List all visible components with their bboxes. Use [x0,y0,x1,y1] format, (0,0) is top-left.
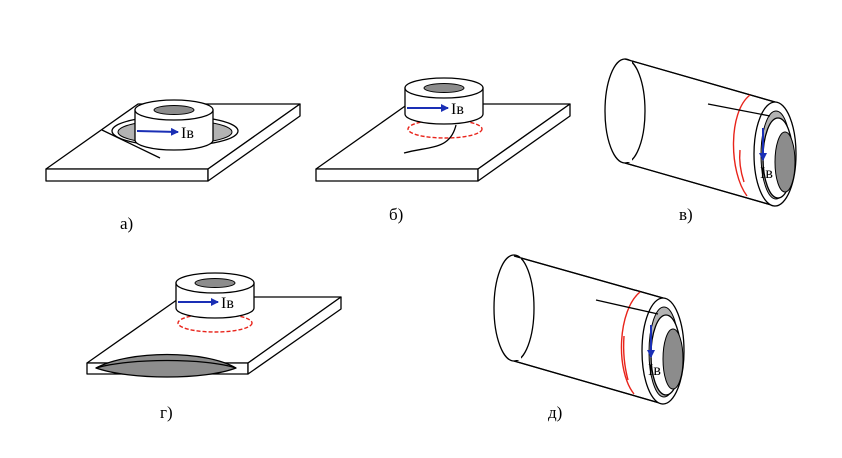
panel-caption-v: в) [679,205,693,224]
eddy-loop-v-inner [738,149,745,183]
eddy-loop-b [407,119,483,139]
probe-coil-b [404,77,484,125]
current-label-b: Iв [451,101,464,118]
panel-a: Iв а) [45,99,301,233]
lead-wire-v [707,103,771,117]
panel-g: Iв г) [86,272,342,422]
current-label-g: Iв [221,295,234,312]
probe-coil-a [134,99,214,151]
panel-caption-g: г) [160,403,173,422]
eddy-loop-d [620,291,641,395]
panel-caption-d: д) [548,403,562,422]
defect-edge-g [95,359,237,369]
eddy-loop-v [732,94,751,197]
current-label-d: Iв [648,362,661,379]
plate-b [315,103,571,182]
probe-coil-g [175,272,255,319]
panel-b: Iв б) [315,77,571,224]
lead-wire-d [595,299,659,315]
panel-caption-a: а) [120,214,133,233]
current-arrow-a [136,127,179,136]
current-label-a: Iв [181,125,194,142]
probe-v [762,117,796,199]
panel-caption-b: б) [389,205,403,224]
panel-d: Iв д) [493,254,685,422]
eddy-loop-d-inner [622,335,629,381]
panel-v: Iв в) [604,58,797,224]
eddy-loop-g [177,313,253,333]
tube-d [493,254,664,405]
tube-v [604,58,776,207]
lead-wire-b [403,124,457,154]
lead-wire-a [101,129,161,159]
current-label-v: Iв [760,165,773,182]
